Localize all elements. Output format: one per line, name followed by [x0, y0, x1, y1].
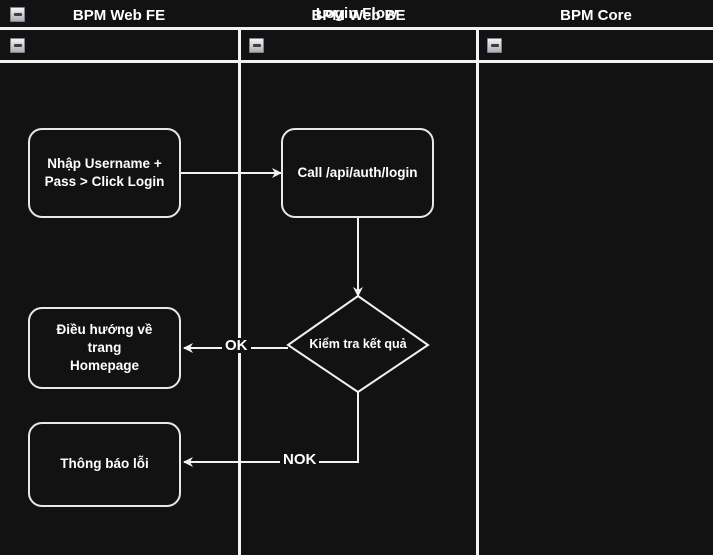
lane-header-bpm-web-be: BPM Web BE: [241, 0, 476, 30]
task-redirect-homepage[interactable]: Điều hướng về trang Homepage: [28, 307, 181, 389]
lane-be-collapse-minus-icon[interactable]: [249, 38, 264, 53]
lane-header-bpm-web-fe: BPM Web FE: [0, 0, 238, 30]
lane-label-fe: BPM Web FE: [72, 6, 166, 24]
lane-divider-header-be-core: [476, 30, 479, 63]
lane-core-collapse-minus-icon[interactable]: [487, 38, 502, 53]
minus-glyph: [490, 44, 499, 47]
pool-title-bar: Login Flow: [0, 0, 713, 30]
task-call-api[interactable]: Call /api/auth/login: [281, 128, 434, 218]
task-show-error-label: Thông báo lỗi: [60, 456, 149, 472]
pool-collapse-minus-icon[interactable]: [10, 7, 25, 22]
edge-check-nok-to-error: [183, 392, 359, 467]
lane-header-bpm-core: BPM Core: [479, 0, 713, 30]
lane-label-be: BPM Web BE: [311, 6, 406, 24]
lane-label-core: BPM Core: [560, 6, 632, 24]
gateway-check-result-label: Kiểm tra kết quả: [309, 337, 407, 351]
minus-glyph: [13, 13, 22, 16]
task-input-credentials-label: Nhập Username + Pass > Click Login: [44, 155, 165, 189]
task-input-credentials[interactable]: Nhập Username + Pass > Click Login: [28, 128, 181, 218]
task-redirect-homepage-label: Điều hướng về trang Homepage: [56, 321, 153, 374]
task-show-error[interactable]: Thông báo lỗi: [28, 422, 181, 507]
lane-header-band: [0, 30, 713, 63]
task-call-api-label: Call /api/auth/login: [297, 164, 418, 180]
lane-divider-be-core: [476, 63, 479, 555]
pool-title-label: Login Flow: [315, 5, 398, 22]
minus-glyph: [13, 44, 22, 47]
edge-label-ok: OK: [222, 338, 251, 353]
gateway-check-result[interactable]: Kiểm tra kết quả: [288, 296, 428, 392]
minus-glyph: [252, 44, 261, 47]
lane-divider-fe-be: [238, 63, 241, 555]
edge-label-nok: NOK: [280, 452, 320, 467]
lane-divider-header-fe-be: [238, 30, 241, 63]
lane-fe-collapse-minus-icon[interactable]: [10, 38, 25, 53]
